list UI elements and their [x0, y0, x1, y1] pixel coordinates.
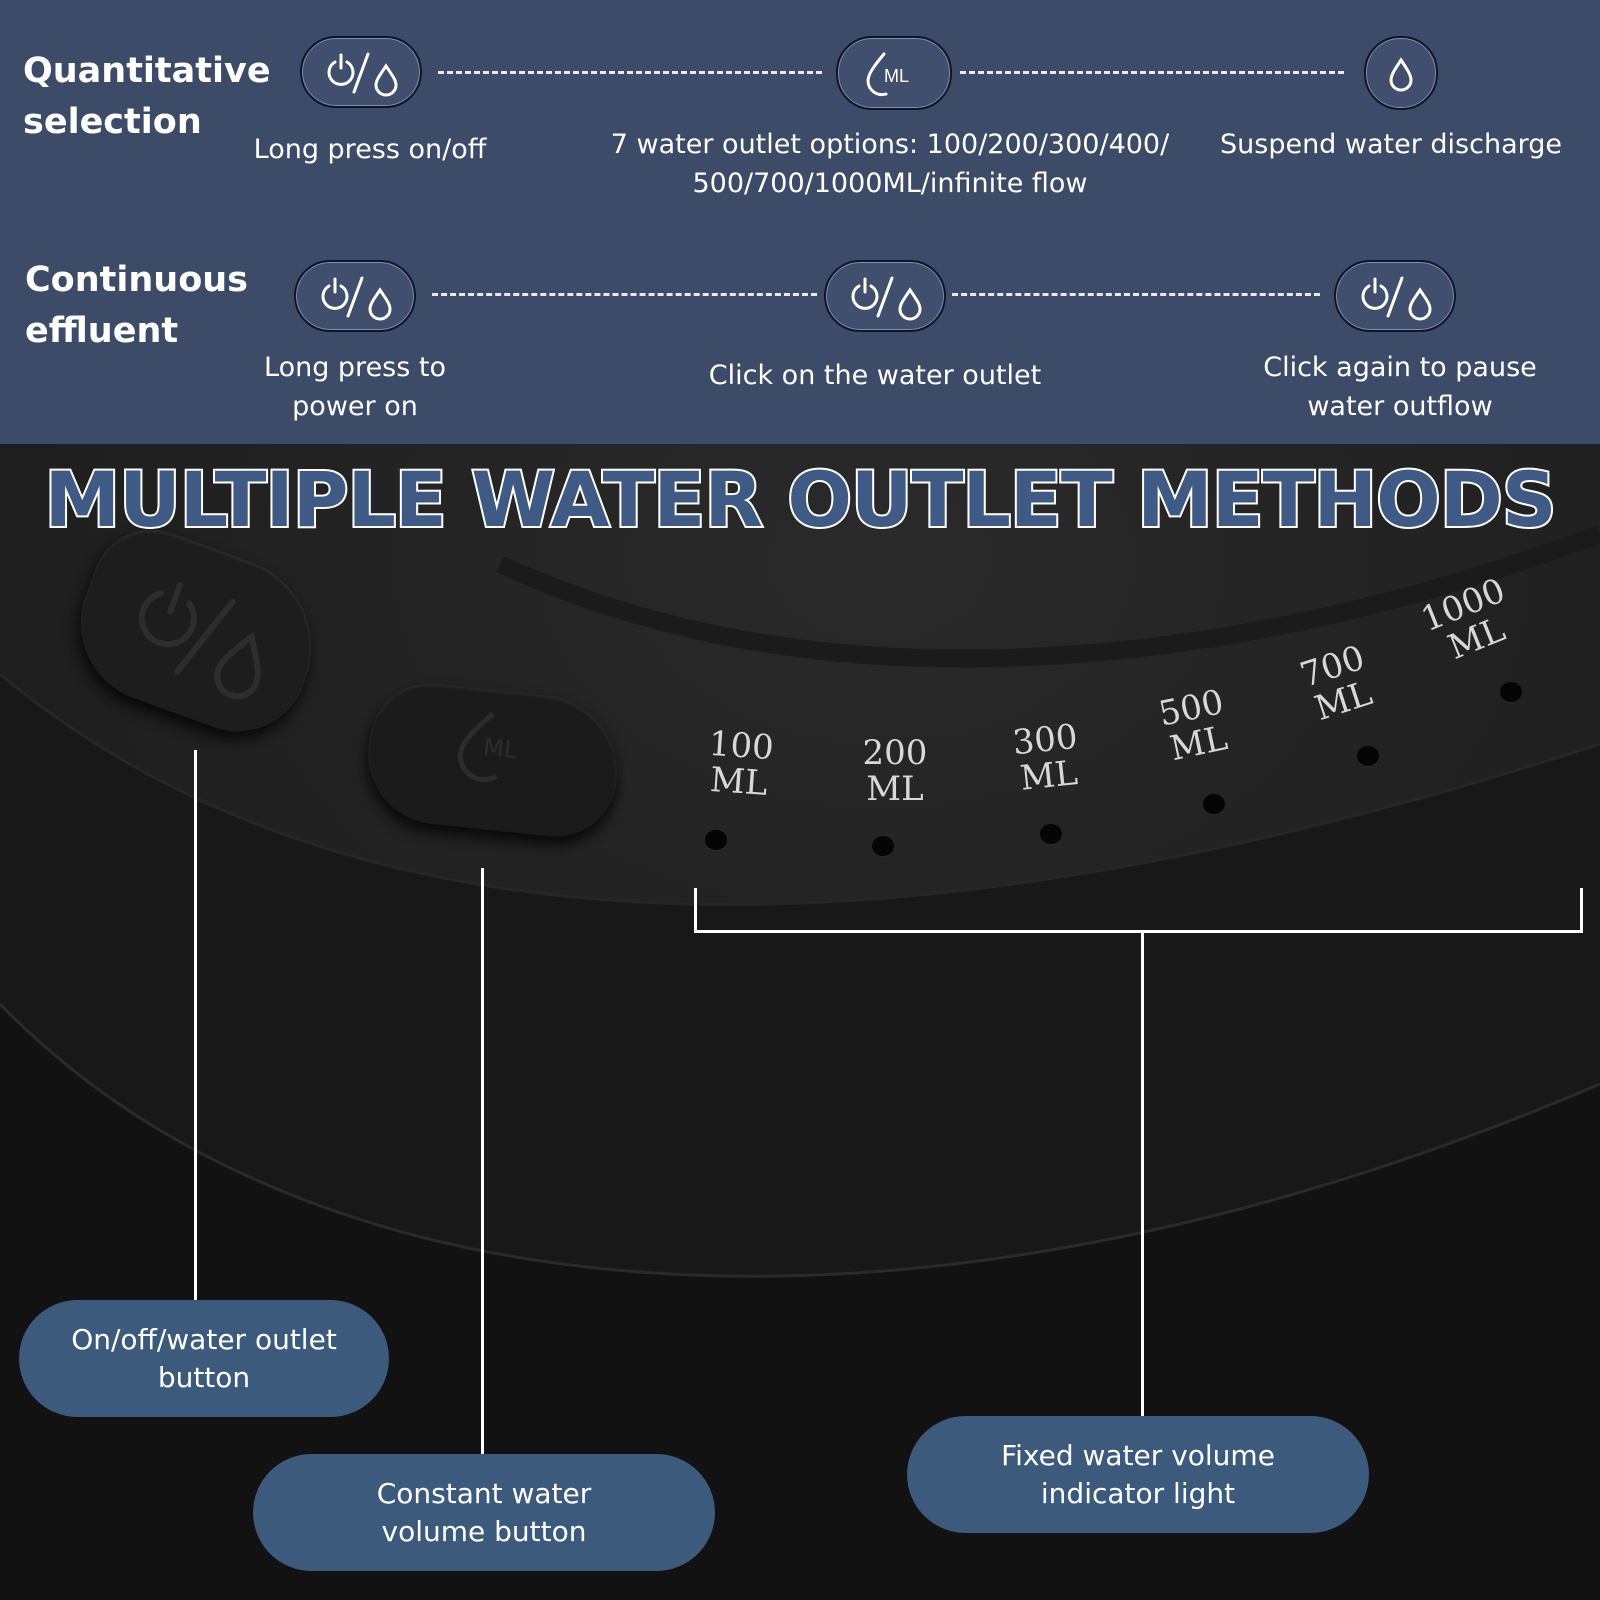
bracket-left	[694, 888, 697, 933]
indicator-light	[705, 830, 727, 850]
dashed-connector	[960, 71, 1344, 74]
dashed-connector	[438, 71, 822, 74]
step-text: Click on the water outlet	[708, 360, 1042, 391]
step-text: 7 water outlet options: 100/200/300/400/…	[610, 129, 1170, 199]
step-text: Suspend water discharge	[1220, 129, 1562, 160]
ml-icon: ML	[836, 36, 952, 110]
leader-line	[194, 750, 197, 1302]
indicator-light	[872, 836, 894, 856]
volume-label-200: 200 ML	[862, 733, 928, 809]
power-drop-icon	[1334, 260, 1456, 332]
dashed-connector	[432, 293, 817, 296]
bracket-right	[1580, 888, 1583, 933]
indicator-light	[1500, 682, 1522, 702]
callout-indicator-light: Fixed water volume indicator light	[907, 1416, 1369, 1533]
headline: MULTIPLE WATER OUTLET METHODS	[42, 453, 1558, 546]
ml-icon: ML	[457, 711, 519, 783]
indicator-light	[1040, 824, 1062, 844]
indicator-light	[1357, 746, 1379, 766]
svg-text:ML: ML	[482, 733, 519, 764]
svg-text:ML: ML	[884, 66, 909, 86]
continuous-effluent-label: Continuous effluent	[25, 260, 249, 351]
volume-label-100: 100 ML	[707, 723, 776, 804]
step-text: Long press to power on	[264, 352, 446, 422]
callout-power-button: On/off/water outlet button	[19, 1300, 389, 1417]
leader-line	[481, 868, 484, 1456]
constant-volume-button[interactable]: ML	[361, 677, 625, 843]
step-text: Long press on/off	[253, 134, 487, 165]
callout-constant-volume-button: Constant water volume button	[253, 1454, 715, 1571]
quantitative-selection-label: Quantitative selection	[23, 51, 271, 142]
power-button[interactable]	[58, 512, 337, 752]
dashed-connector	[952, 293, 1320, 296]
power-drop-icon	[138, 582, 261, 700]
step-text: Click again to pause water outflow	[1263, 352, 1537, 422]
bracket-bottom	[694, 930, 1583, 933]
volume-label-300: 300 ML	[1010, 716, 1080, 799]
power-drop-icon	[300, 36, 422, 108]
power-drop-icon	[294, 260, 416, 332]
instruction-panel	[0, 0, 1600, 444]
drop-icon	[1364, 36, 1438, 110]
indicator-light	[1203, 794, 1225, 814]
power-drop-icon	[824, 260, 946, 332]
leader-line	[1141, 933, 1144, 1418]
